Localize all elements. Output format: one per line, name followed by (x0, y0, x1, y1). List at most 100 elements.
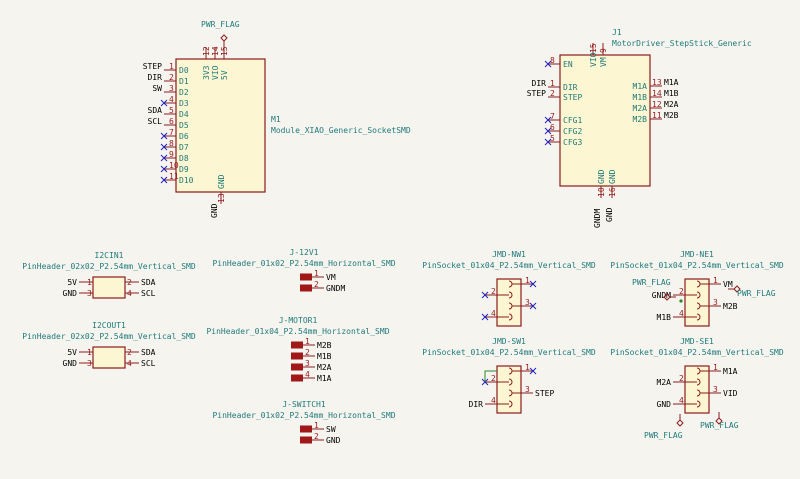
m1-net-label: SCL (148, 117, 163, 126)
i2cin-ref: I2CIN1 (95, 251, 124, 260)
jmdse-ref: JMD-SE1 (680, 337, 714, 346)
component-i2cout[interactable] (92, 346, 126, 369)
no-connect-marker (160, 132, 168, 140)
jmdsw-socket-contact (508, 400, 513, 408)
m1-pin-number: 7 (169, 128, 174, 137)
jmdne-pin-number: 4 (679, 309, 684, 318)
j12v-net-label: VM (326, 273, 336, 282)
jmdse-net-label: GND (657, 400, 672, 409)
j1-pin-name: CFG1 (563, 116, 582, 125)
i2cout-body (92, 346, 126, 369)
j1-value: MotorDriver_StepStick_Generic (612, 39, 752, 48)
component-jmdse[interactable] (684, 365, 710, 414)
jmdne-pin-number: 2 (679, 287, 684, 296)
jmdnw-socket-contact (508, 302, 513, 310)
j1-ref: J1 (612, 28, 622, 37)
pwr-flag-icon[interactable] (676, 414, 684, 427)
m1-pin-name: D7 (179, 143, 189, 152)
j1-pin-number: 12 (652, 100, 662, 109)
jmdse-pwr-flag-label: PWR_FLAG (700, 421, 739, 430)
jmdse-net-label: VID (723, 389, 738, 398)
i2cin-pin-number: 3 (87, 289, 92, 298)
jswitch-pin-number: 1 (314, 421, 319, 430)
j1-net-label: M1A (664, 78, 679, 87)
pwr-flag-icon[interactable] (728, 285, 741, 293)
m1-pin-number: 11 (169, 172, 179, 181)
pwr-flag-icon[interactable] (715, 412, 723, 425)
jmotor-net-label: M1A (317, 374, 332, 383)
jswitch-ref: J-SWITCH1 (282, 400, 326, 409)
j1-pin-number: 5 (550, 134, 555, 143)
i2cout-pin-number: 3 (87, 359, 92, 368)
j1-net-label: STEP (527, 89, 546, 98)
i2cin-value: PinHeader_02x02_P2.54mm_Vertical_SMD (22, 262, 196, 271)
component-i2cin[interactable] (92, 276, 126, 299)
j12v-ref: J-12V1 (290, 248, 319, 257)
component-j12v[interactable] (300, 273, 312, 292)
j1-pin-number: 16 (608, 187, 617, 197)
i2cin-net-label: 5V (67, 278, 77, 287)
component-jmdne[interactable] (684, 278, 710, 327)
i2cout-value: PinHeader_02x02_P2.54mm_Vertical_SMD (22, 332, 196, 341)
no-connect-marker (529, 280, 537, 288)
i2cout-net-label: SCL (141, 359, 156, 368)
jmdse-pin-number: 4 (679, 396, 684, 405)
jmotor-net-label: M2B (317, 341, 332, 350)
jmdse-socket-contact (696, 367, 701, 375)
no-connect-marker (544, 127, 552, 135)
jmdse-socket-contact (696, 378, 701, 386)
m1-pin-name: D9 (179, 165, 189, 174)
jmdsw-pin-number: 3 (525, 385, 530, 394)
j1-net-label: M1B (664, 89, 679, 98)
m1-pin-name: D3 (179, 99, 189, 108)
j12v-pad (300, 284, 312, 292)
no-connect-marker (529, 367, 537, 375)
m1-pin-number: 1 (169, 62, 174, 71)
i2cout-pin-number: 4 (127, 359, 132, 368)
i2cin-net-label: GND (63, 289, 78, 298)
m1-pin-number: 9 (169, 150, 174, 159)
jmdne-pin-number: 1 (713, 276, 718, 285)
no-connect-marker (529, 302, 537, 310)
pwr-flag-icon[interactable] (663, 293, 676, 301)
no-connect-marker (481, 291, 489, 299)
jmdsw-pin-number: 1 (525, 363, 530, 372)
component-jmotor[interactable] (291, 341, 303, 382)
jmdne-socket-contact (696, 291, 701, 299)
m1-pin-name: VIO (211, 65, 220, 80)
component-jmdnw[interactable] (496, 278, 522, 327)
no-connect-marker (544, 116, 552, 124)
j12v-pad (300, 273, 312, 281)
m1-gnd-net-label: GND (210, 203, 219, 218)
i2cout-pin-number: 2 (127, 348, 132, 357)
jmdse-pwr-flag-label: PWR_FLAG (644, 431, 683, 440)
i2cin-pin-number: 4 (127, 289, 132, 298)
j1-gndm-net-label: GNDM (593, 209, 602, 228)
jmotor-pin-number: 1 (305, 337, 310, 346)
component-m1[interactable] (175, 58, 266, 193)
jmdsw-socket-contact (508, 367, 513, 375)
j12v-pin-number: 2 (314, 280, 319, 289)
m1-pin-number: 13 (217, 193, 226, 203)
j12v-net-label: GNDM (326, 284, 345, 293)
jmdnw-socket-contact (508, 291, 513, 299)
j1-pin-name: VIO (589, 52, 598, 67)
j1-pin-name: M1B (633, 93, 648, 102)
jmdne-pwr-flag-label: PWR_FLAG (632, 278, 671, 287)
jmdsw-net-label: DIR (469, 400, 484, 409)
component-jmdsw[interactable] (496, 365, 522, 414)
component-jswitch[interactable] (300, 425, 312, 444)
j1-pin-number: 11 (652, 111, 662, 120)
m1-net-label: STEP (143, 62, 162, 71)
no-connect-marker (544, 60, 552, 68)
jmdse-pin-number: 3 (713, 385, 718, 394)
no-connect-marker (160, 165, 168, 173)
component-j1[interactable] (559, 54, 651, 187)
pwr-flag-icon[interactable] (220, 34, 228, 47)
j1-pin-name: CFG2 (563, 127, 582, 136)
m1-pin-name: D0 (179, 66, 189, 75)
jmdnw-ref: JMD-NW1 (492, 250, 526, 259)
j1-pin-number: 10 (597, 187, 606, 197)
m1-pin-name: 3V3 (202, 65, 211, 80)
